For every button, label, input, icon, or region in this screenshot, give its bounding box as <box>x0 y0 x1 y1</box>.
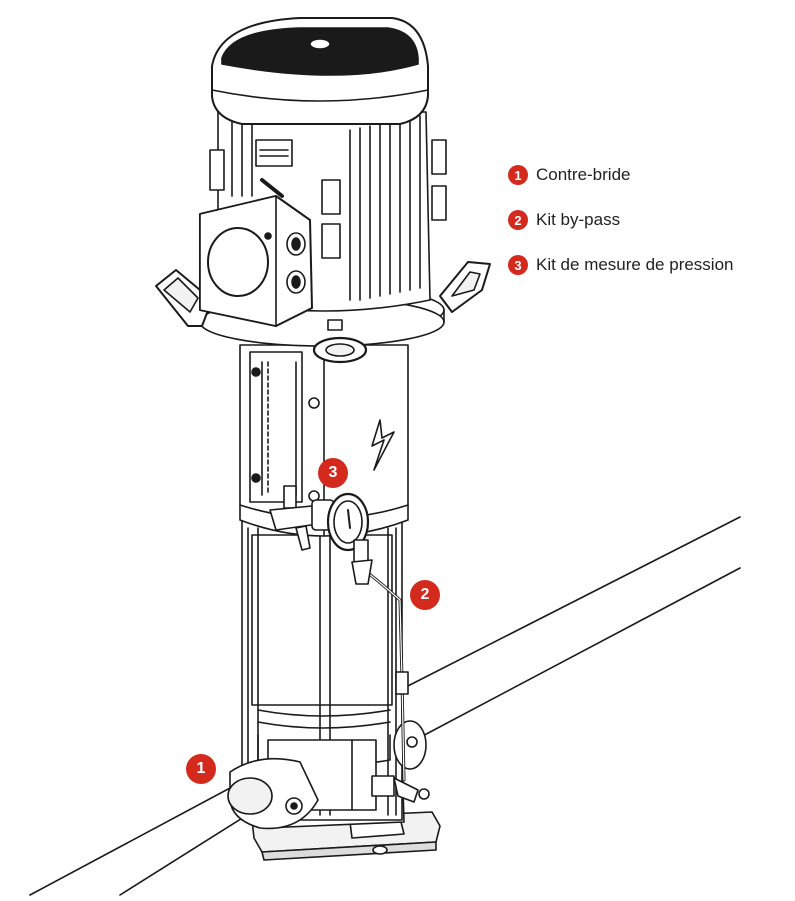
lifting-lug-right <box>439 261 491 313</box>
right-flange <box>393 720 427 770</box>
lifting-lug-left <box>155 269 213 327</box>
legend-badge: 1 <box>508 165 528 185</box>
legend-label: Kit de mesure de pression <box>536 255 734 274</box>
legend-badge: 3 <box>508 255 528 275</box>
terminal-box <box>199 195 313 327</box>
callout-counter-flange: 1 <box>186 754 216 784</box>
legend-item-counter-flange: 1 Contre-bride <box>508 164 734 186</box>
legend-item-bypass-kit: 2 Kit by-pass <box>508 209 734 231</box>
legend-badge: 2 <box>508 210 528 230</box>
callout-pressure-kit: 3 <box>318 458 348 488</box>
pipe <box>29 516 741 896</box>
pressure-gauge-kit <box>269 485 373 585</box>
counter-flange <box>227 757 319 830</box>
fan-cover <box>211 17 429 125</box>
legend-label: Kit by-pass <box>536 210 621 229</box>
bypass-kit <box>360 566 430 803</box>
legend-item-pressure-kit: 3 Kit de mesure de pression <box>508 254 734 276</box>
callout-bypass-kit: 2 <box>410 580 440 610</box>
legend: 1 Contre-bride 2 Kit by-pass 3 Kit de me… <box>508 164 734 299</box>
pump-barrel <box>241 519 403 821</box>
legend-label: Contre-bride <box>536 165 631 184</box>
